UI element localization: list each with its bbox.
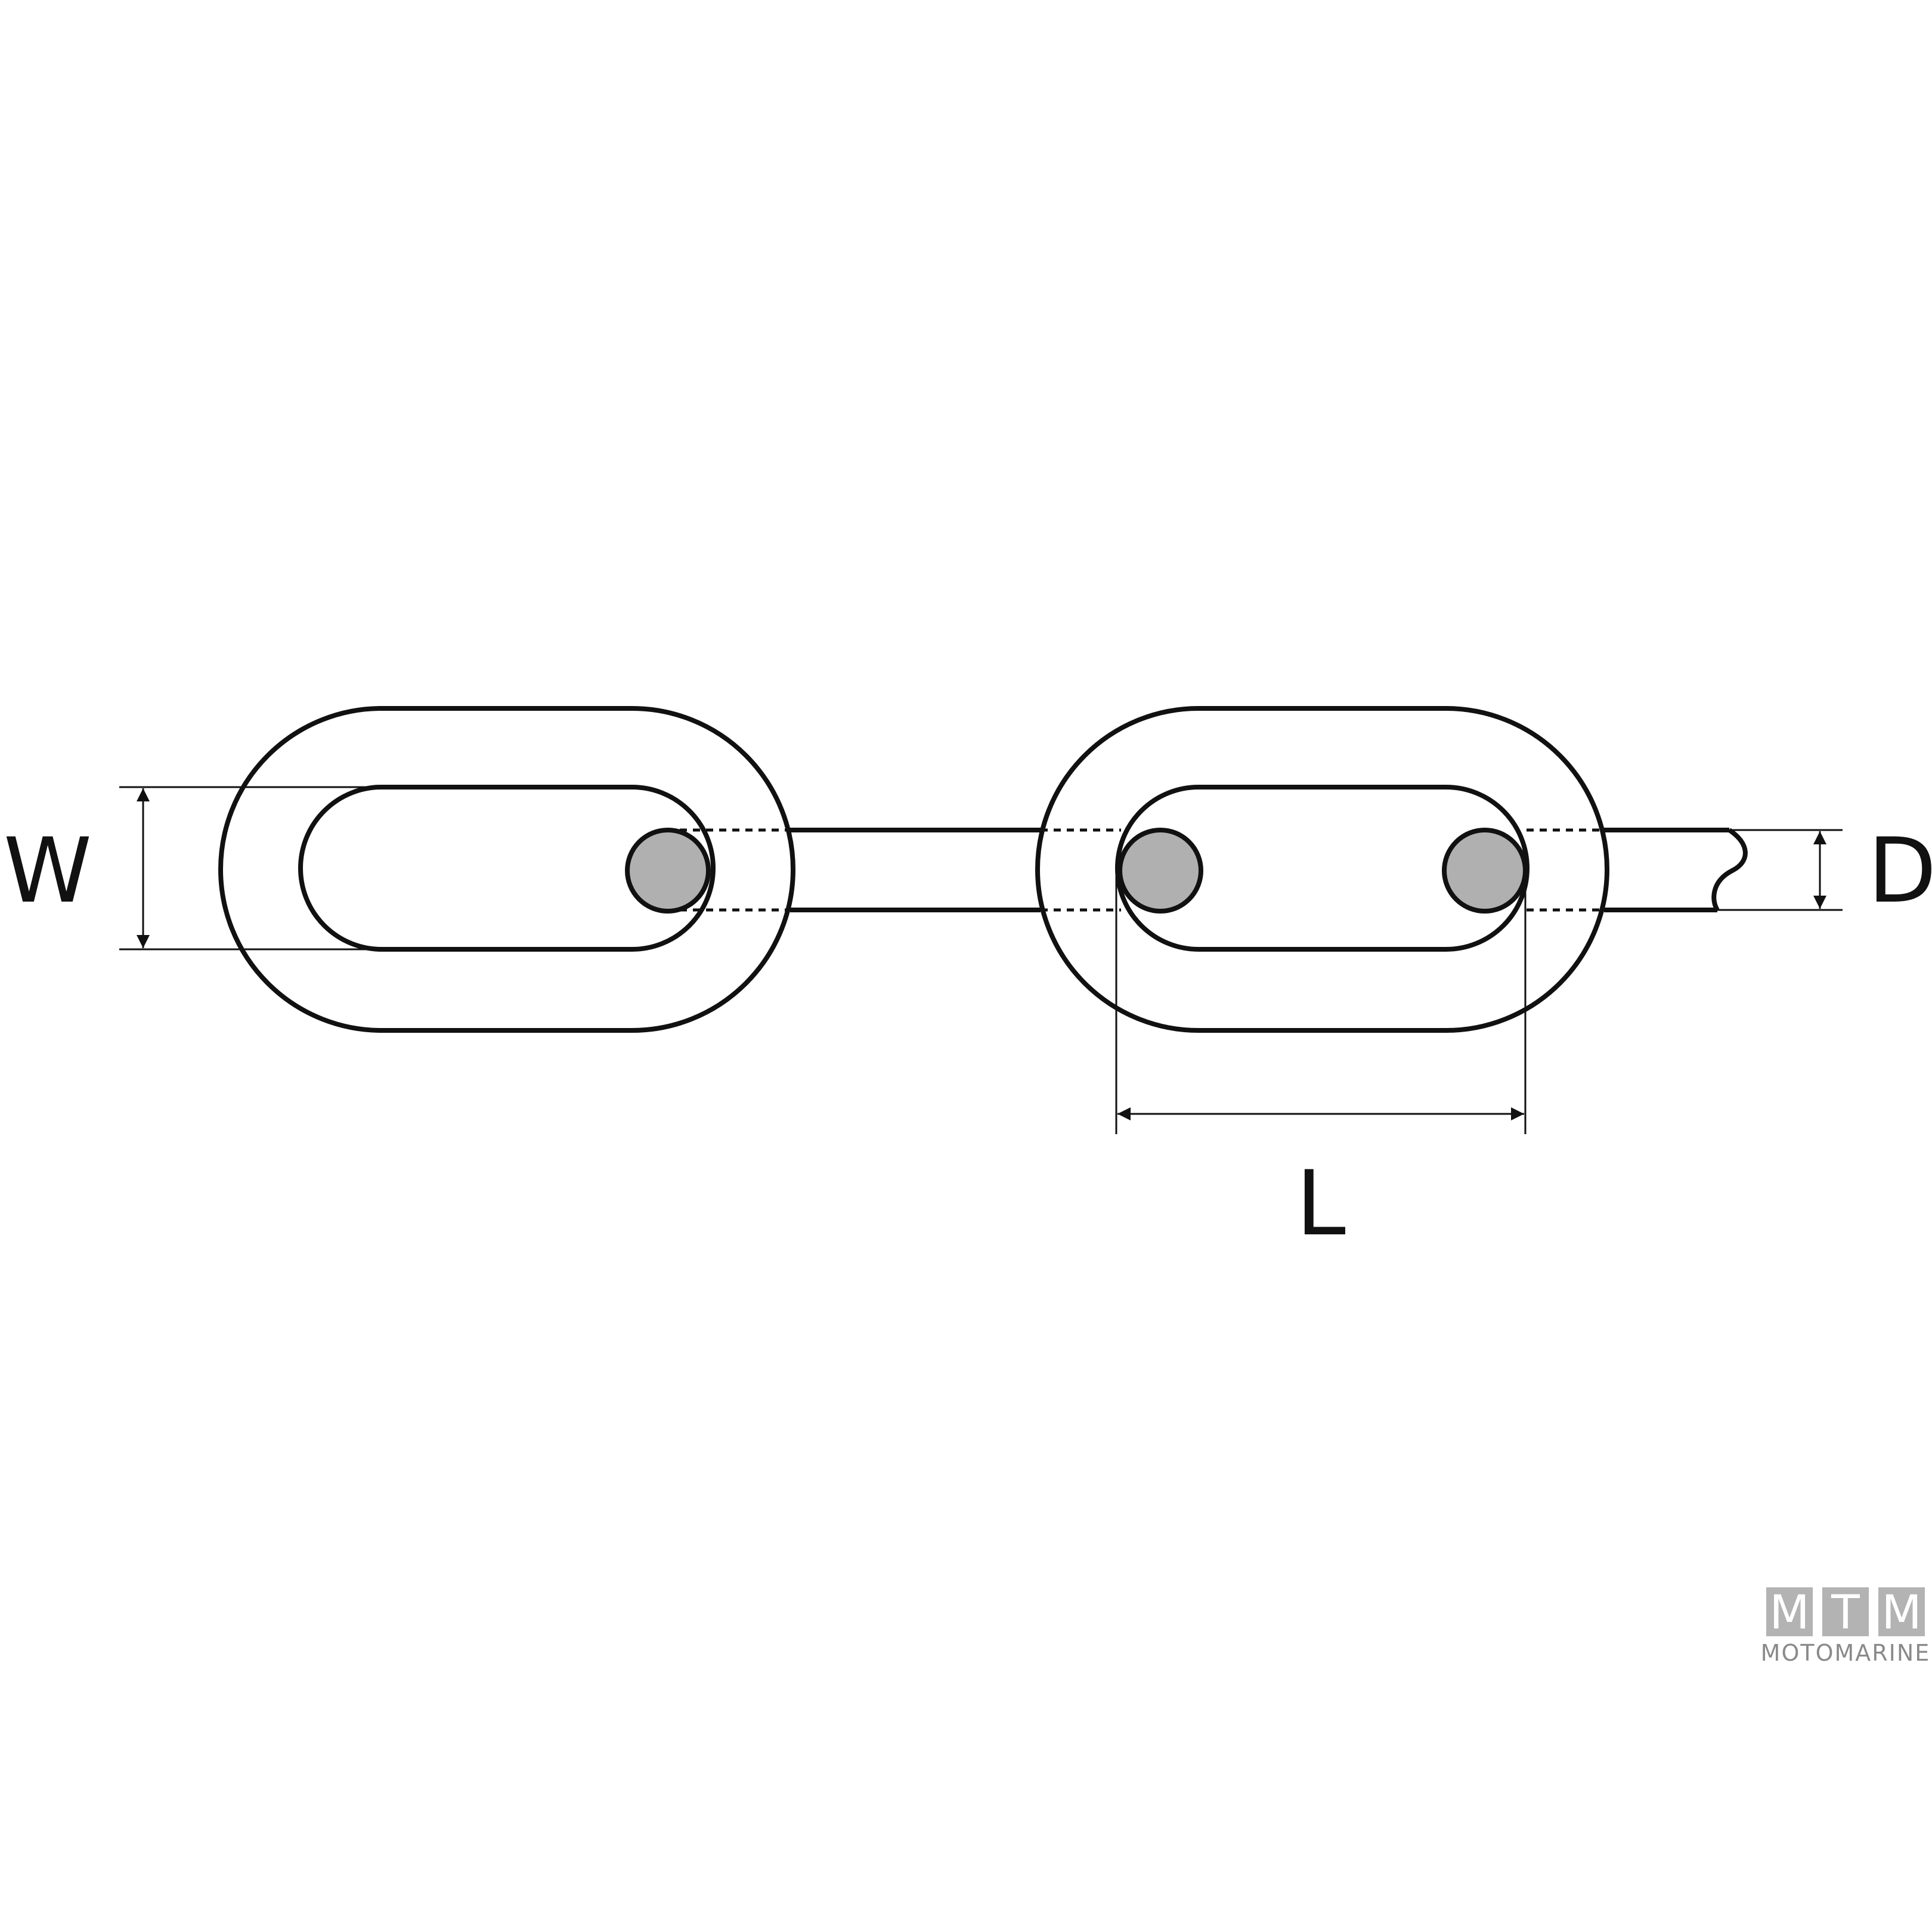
wire-section-right: [1442, 828, 1528, 914]
link-right-inner: [1115, 785, 1530, 952]
dimension-length: L: [1115, 871, 1527, 1256]
chain-link-left: [218, 706, 795, 1033]
dimension-width: W: [4, 786, 382, 950]
link-left-outer: [218, 706, 795, 1033]
logo-letter-1: M: [1769, 1586, 1809, 1640]
label-width: W: [4, 819, 92, 923]
label-length: L: [1296, 1152, 1346, 1256]
chain-link-right: [1035, 706, 1609, 1033]
break-mark: [1711, 828, 1748, 912]
wire-section-left: [625, 828, 711, 914]
link-right-outer: [1035, 706, 1609, 1033]
label-diameter: D: [1868, 819, 1932, 923]
wire-section-middle-left: [1117, 828, 1203, 914]
chain-link-middle: [625, 828, 1203, 914]
chain-link-stub: [1604, 828, 1748, 912]
logo-letter-3: M: [1881, 1586, 1921, 1640]
logo-letter-2: T: [1831, 1586, 1860, 1640]
dimension-diameter: D: [1717, 819, 1932, 923]
logo-wordmark: MOTOMARINE: [1761, 1640, 1931, 1666]
link-left-inner: [298, 785, 716, 952]
brand-logo: M T M MOTOMARINE: [1761, 1586, 1931, 1666]
